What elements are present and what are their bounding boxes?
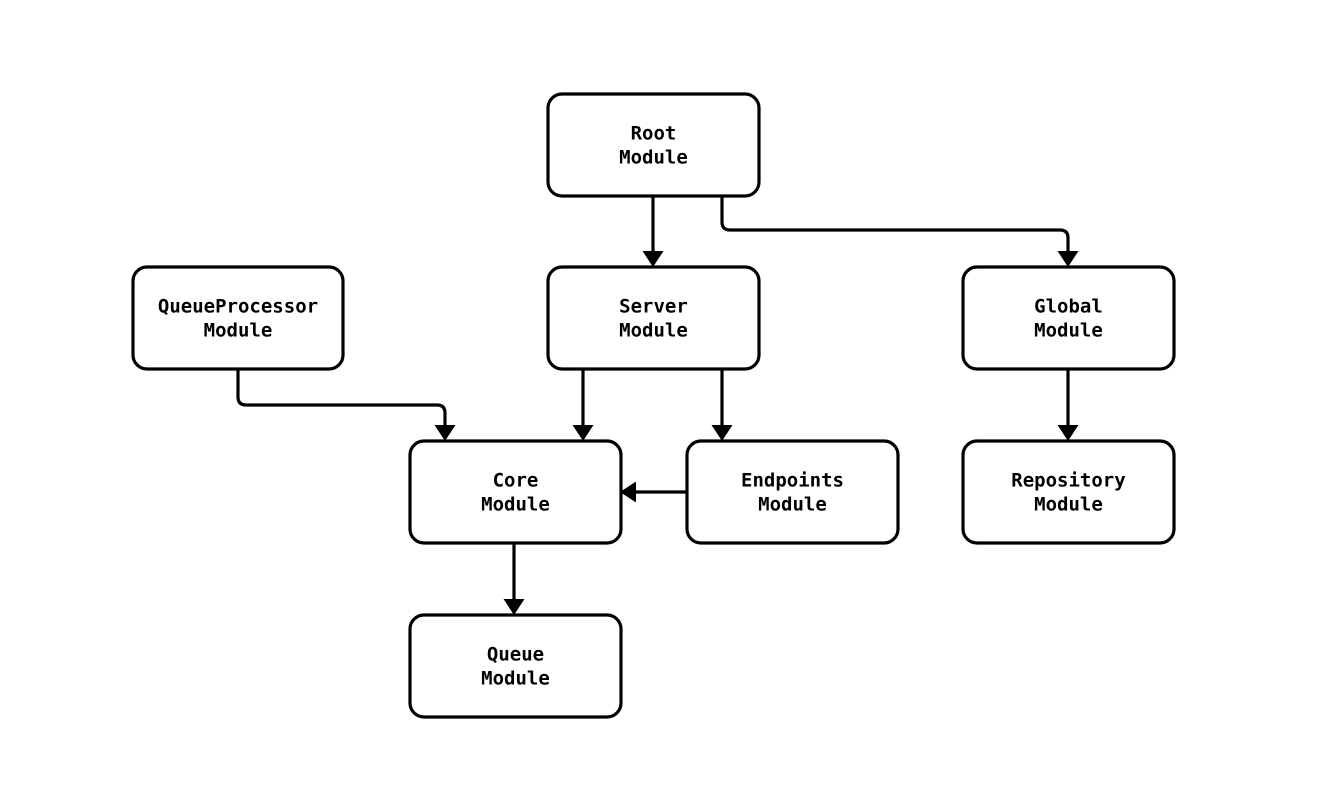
node-label-line1: Repository [1011, 470, 1125, 492]
node-label-line2: Module [619, 147, 688, 169]
arrowhead-icon [1057, 251, 1079, 267]
node-label-line1: Endpoints [741, 470, 844, 492]
edge-global-to-repository [1057, 369, 1079, 441]
arrowhead-icon [572, 425, 594, 441]
node-label-line2: Module [619, 320, 688, 342]
arrowhead-icon [503, 599, 525, 615]
node-label-line1: Global [1034, 296, 1103, 318]
edge-line [236, 369, 447, 427]
edge-line [720, 196, 1070, 253]
node-box[interactable] [546, 92, 761, 198]
nodes-layer: RootModuleQueueProcessorModuleServerModu… [131, 92, 1176, 719]
edge-server-to-core [572, 369, 594, 441]
edge-root-to-server [642, 196, 664, 267]
node-label-line2: Module [1034, 494, 1103, 516]
arrowhead-icon [434, 425, 456, 441]
node-label-line2: Module [481, 494, 550, 516]
node-box[interactable] [408, 439, 623, 545]
node-label-line1: Server [619, 296, 688, 318]
node-label-line2: Module [481, 668, 550, 690]
node-box[interactable] [961, 439, 1176, 545]
node-label-line1: Queue [487, 644, 544, 666]
arrowhead-icon [620, 481, 636, 503]
node-label-line1: Root [631, 123, 677, 145]
edge-root-to-global [720, 196, 1079, 267]
node-box[interactable] [961, 265, 1176, 371]
node-box[interactable] [546, 265, 761, 371]
node-label-line2: Module [758, 494, 827, 516]
node-box[interactable] [685, 439, 900, 545]
node-label-line1: Core [493, 470, 539, 492]
node-label-line2: Module [1034, 320, 1103, 342]
node-box[interactable] [131, 265, 345, 371]
arrowhead-icon [711, 425, 733, 441]
node-box[interactable] [408, 613, 623, 719]
node-label-line1: QueueProcessor [158, 296, 318, 318]
edge-endpoints-to-core [620, 481, 687, 503]
edge-core-to-queue [503, 543, 525, 615]
arrowhead-icon [1057, 425, 1079, 441]
edge-queueprocessor-to-core [236, 369, 456, 441]
node-label-line2: Module [204, 320, 273, 342]
arrowhead-icon [642, 251, 664, 267]
edges-layer [236, 196, 1079, 615]
edge-server-to-endpoints [711, 369, 733, 441]
